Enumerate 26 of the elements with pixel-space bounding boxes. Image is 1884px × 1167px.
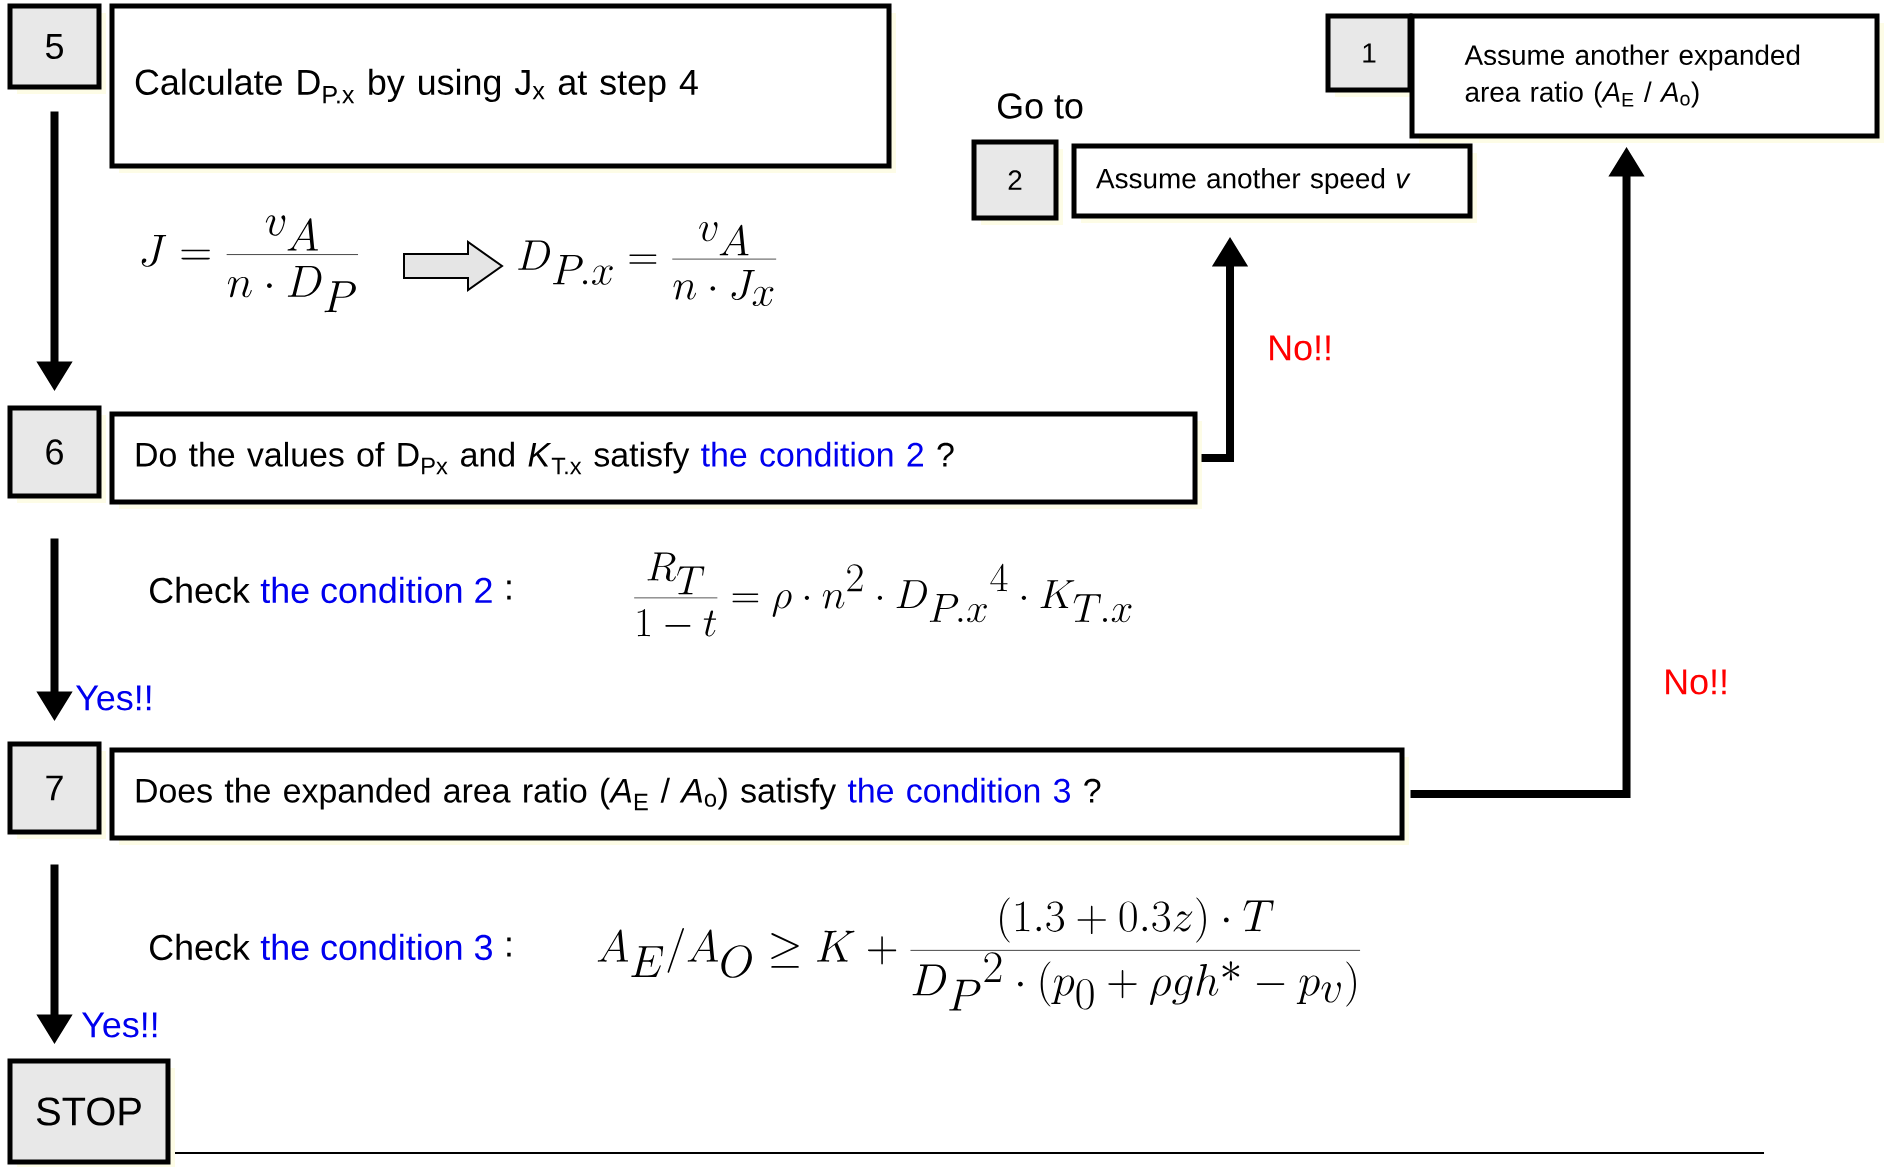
edge-label: Yes!!: [74, 684, 155, 712]
edge-label: No!!: [1266, 334, 1334, 362]
caption-text: the condition 2: [260, 576, 492, 604]
step-number-box: 5: [7, 3, 106, 94]
step-number-box: 7: [7, 741, 106, 839]
formula: $D_{P.x} = \frac{v_A}{n \cdot J_x}$: [518, 221, 777, 307]
formula: $J = \frac{v_A}{n \cdot D_P}$: [141, 215, 359, 313]
edge-label: No!!: [1662, 668, 1730, 696]
step-number-box: 6: [7, 405, 106, 503]
caption-text: the condition 3: [260, 933, 492, 961]
step-number-box: 2: [971, 139, 1063, 225]
formula: $\frac{R_T}{1-t} = \rho \cdot n^2 \cdot {D_{P.x}}^4 \cdot K_{T.x}$: [634, 552, 1132, 637]
caption-text: Check: [150, 933, 250, 961]
stop-box: STOP: [7, 1058, 175, 1167]
caption-text: Check: [150, 576, 250, 604]
process-box: Assume another speed v: [1071, 143, 1477, 223]
process-box: Assume another expanded area ratio (A$_{E}$ / A$_{o}$): [1409, 13, 1884, 143]
caption-text: :: [507, 937, 511, 957]
process-box: Does the expanded area ratio (A$_{E}$ / A$_{o}$) satisfy the condition 3 ?: [109, 747, 1409, 845]
process-box: Do the values of D$_{Px}$ and K$_{T.x}$ satisfy the condition 2 ?: [109, 411, 1202, 509]
caption-text: :: [507, 580, 511, 600]
edge-label: Yes!!: [80, 1011, 161, 1039]
step-number-box: 1: [1325, 13, 1417, 97]
caption-text: Go to: [998, 93, 1083, 119]
formula: $A_E / A_O \geq K + \frac{\left(1.3+0.3z\right) \cdot T}{{D_P}^2 \cdot \left(p_0 + \rho g h^* - p_v\right)}$: [597, 897, 1361, 1011]
process-box: Calculate D$_{P.x}$ by using J$_{x}$ at step 4: [109, 3, 896, 173]
